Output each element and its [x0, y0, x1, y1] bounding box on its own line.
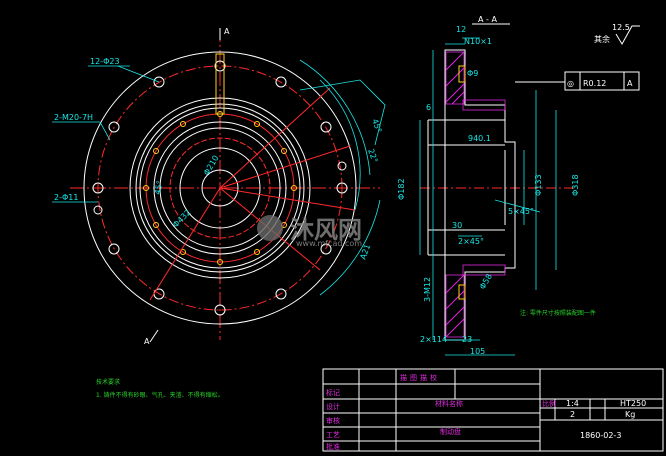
title-cell-2: 描: [420, 373, 427, 382]
bore-circle: [179, 147, 261, 229]
center-hole: [201, 169, 239, 207]
dim-thread-bottom: 3-M12: [423, 277, 432, 302]
leader-holes-12: [117, 65, 160, 83]
dim-phi9: Φ9: [467, 69, 478, 78]
plan-view: A A 12-Φ23 2-M20-7H 2-Φ11 45° 22° 45° A2…: [52, 27, 386, 346]
dim-bottom-left: 2×114: [420, 335, 447, 344]
watermark-brand: 沐风网: [290, 216, 362, 244]
callout-holes-12: 12-Φ23: [90, 57, 120, 66]
angle-dim-arc-1: [299, 59, 371, 176]
dim-small-angle: 45°: [153, 180, 164, 196]
leader-thread: [99, 121, 111, 141]
title-cell-3: 校: [430, 373, 437, 382]
bolt-holes: [92, 60, 348, 316]
tolerance-symbol: ◎: [567, 79, 574, 88]
row-label-2: 审核: [326, 416, 340, 425]
dim-thread-top: N10×1: [464, 37, 492, 46]
row-label-1: 设计: [326, 402, 340, 411]
dim-30: 30: [452, 221, 462, 230]
section-dimensions: [419, 37, 557, 356]
dim-phi133: Φ133: [534, 174, 543, 196]
dim-inner-label: 940.1: [468, 134, 491, 143]
section-note: 注: 零件尺寸按照装配图一件: [520, 309, 596, 317]
dim-12: 12: [456, 25, 466, 34]
dim-left-6: 6: [426, 103, 431, 112]
section-mark-bottom: A: [144, 337, 150, 346]
keyway-slot: [215, 53, 225, 115]
row-label-4: 批准: [326, 442, 340, 451]
part-name: 制动盘: [440, 427, 461, 436]
dim-center: Φ210: [202, 154, 221, 177]
tolerance-value: R0.12: [583, 79, 606, 88]
dim-chamfer2: 2×45°: [458, 237, 484, 246]
dim-23: 23: [462, 335, 472, 344]
tolerance-datum: A: [627, 79, 633, 88]
thread-hole-bottom: [458, 284, 466, 300]
roughness-symbol: 12.5 其余: [594, 23, 640, 45]
hatching: [445, 51, 506, 338]
angle-dim-arc-3: [319, 199, 381, 296]
watermark: 沐风网 www.mfcad.com: [257, 215, 362, 248]
svg-text:12.5: 12.5: [612, 23, 630, 32]
watermark-logo-icon: [257, 215, 283, 241]
unit-value: Kg: [625, 410, 635, 419]
watermark-url: www.mfcad.com: [296, 239, 362, 248]
hub-ring-2: [135, 103, 305, 273]
title-cell-1: 图: [410, 374, 417, 382]
inner-red-ring: [169, 137, 271, 239]
dim-chamfer: 5×45°: [508, 207, 534, 216]
scale-value: 1:4: [566, 399, 579, 408]
material-value: HT250: [620, 399, 646, 408]
angle-dim-leader: [299, 79, 386, 146]
dim-phi318: Φ318: [571, 174, 580, 196]
bolt-pitch-circle: [97, 65, 343, 311]
dim-inner: Φ432: [171, 208, 193, 230]
small-holes: [143, 111, 297, 265]
svg-text:其余: 其余: [594, 34, 610, 44]
callout-holes-2: 2-Φ11: [54, 193, 78, 202]
material-label: 材料名称: [435, 399, 463, 408]
tech-notes-line1: 1. 铸件不得有砂眼、气孔、夹渣、不得有缩松。: [96, 391, 224, 399]
row-label-3: 工艺: [326, 431, 340, 439]
row-label-0: 标记: [326, 388, 340, 397]
hub-ring-4: [153, 121, 287, 255]
dim-105: 105: [470, 347, 485, 356]
section-title: A - A: [478, 15, 497, 24]
dim-phi182: Φ182: [397, 178, 406, 200]
section-arrow-bottom: [149, 329, 159, 343]
tech-notes-title: 技术要求: [96, 378, 120, 386]
hub-ring-3: [139, 107, 301, 269]
tolerance-frame: ◎ R0.12 A: [515, 71, 640, 91]
qty-value: 2: [570, 410, 575, 419]
thread-hole-top: [458, 65, 466, 83]
scale-label: 比例: [542, 399, 556, 408]
section-mark-top: A: [224, 27, 230, 36]
outer-flange-circle: [83, 51, 357, 325]
hub-ring-5: [159, 127, 281, 249]
hub-ring-1: [129, 97, 311, 279]
section-view: A - A: [397, 15, 596, 356]
angle-dim-arc-2: [319, 79, 361, 211]
drawing-number: 1860-02-3: [580, 431, 621, 440]
callout-thread: 2-M20-7H: [54, 113, 93, 122]
title-cell-0: 描: [400, 373, 407, 382]
title-block: 描 图 描 校 标记 设计 审核 工艺 批准 材料名称 制动盘 比例 1:4 H…: [322, 368, 664, 452]
